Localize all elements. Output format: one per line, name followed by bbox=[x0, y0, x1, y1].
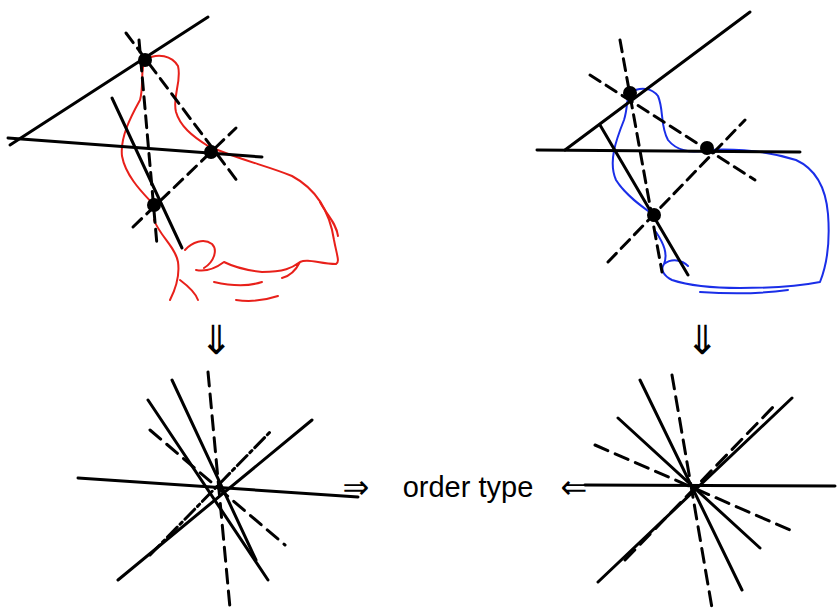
red-rabbit-outline bbox=[122, 56, 338, 300]
right-points bbox=[623, 86, 714, 222]
left-points bbox=[138, 53, 218, 212]
left-arrow: ⇐ bbox=[561, 471, 588, 503]
right-bundle bbox=[585, 375, 835, 608]
caption-text: order type bbox=[401, 473, 536, 502]
right-arrow: ⇒ bbox=[343, 471, 370, 503]
red-rabbit-tail bbox=[236, 202, 338, 301]
left-lines bbox=[8, 17, 262, 248]
right-lines bbox=[537, 12, 800, 275]
down-arrow: ⇓ bbox=[685, 320, 719, 360]
down-arrow: ⇓ bbox=[199, 320, 233, 360]
left-bundle bbox=[78, 372, 358, 608]
blue-rabbit-outline bbox=[613, 89, 829, 294]
